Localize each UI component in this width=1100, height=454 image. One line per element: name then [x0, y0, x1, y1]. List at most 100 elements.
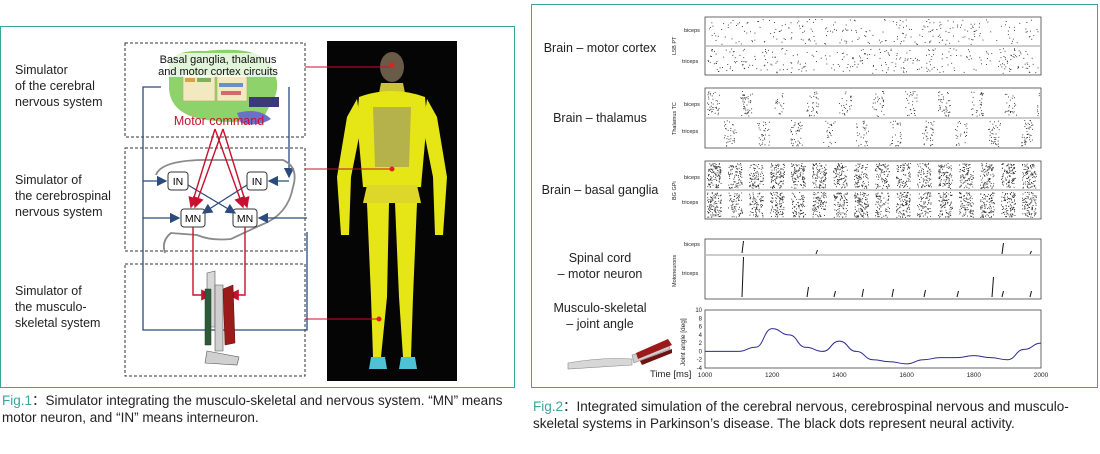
raster-dot	[967, 30, 969, 32]
raster-dot	[718, 198, 719, 199]
raster-dot	[893, 41, 895, 42]
raster-dot	[900, 179, 902, 181]
raster-dot	[906, 196, 908, 198]
raster-dot	[1023, 182, 1025, 184]
raster-dot	[738, 199, 739, 201]
raster-dot	[717, 35, 719, 37]
raster-dot	[856, 193, 858, 194]
raster-dot	[807, 102, 809, 104]
raster-dot	[858, 176, 859, 177]
raster-dot	[1008, 184, 1010, 186]
raster-dot	[939, 171, 941, 173]
raster-dot	[818, 176, 820, 178]
raster-dot	[711, 182, 713, 184]
raster-dot	[843, 184, 845, 186]
raster-dot	[926, 67, 928, 69]
raster-dot	[768, 121, 770, 123]
raster-dot	[855, 195, 857, 197]
raster-dot	[716, 185, 718, 187]
raster-dot	[965, 201, 967, 203]
raster-dot	[854, 64, 856, 66]
raster-dot	[981, 187, 983, 189]
raster-dot	[970, 215, 972, 217]
raster-dot	[795, 170, 797, 172]
raster-dot	[961, 24, 962, 26]
raster-dot	[980, 170, 982, 172]
raster-dot	[879, 198, 881, 200]
raster-dot	[939, 106, 941, 108]
raster-dot	[947, 112, 949, 113]
raster-dot	[1001, 164, 1003, 165]
raster-dot	[801, 144, 803, 146]
raster-dot	[1002, 184, 1004, 186]
raster-dot	[754, 39, 756, 41]
raster-dot	[843, 194, 845, 196]
raster-dot	[966, 194, 968, 196]
raster-dot	[764, 137, 765, 139]
raster-dot	[822, 202, 824, 204]
raster-dot	[887, 168, 889, 170]
raster-dot	[717, 100, 718, 102]
raster-dot	[707, 206, 709, 207]
raster-dot	[900, 170, 902, 172]
raster-dot	[858, 202, 860, 203]
raster-dot	[1008, 185, 1010, 187]
raster-dot	[925, 192, 927, 194]
raster-dot	[981, 205, 982, 207]
raster-dot	[807, 109, 808, 111]
raster-dot	[890, 48, 892, 50]
raster-dot	[917, 172, 919, 173]
raster-dot	[819, 204, 821, 205]
raster-dot	[814, 210, 816, 212]
raster-dot	[918, 213, 919, 215]
raster-dot	[876, 164, 878, 165]
raster-dot	[802, 200, 804, 202]
raster-dot	[896, 209, 898, 211]
raster-dot	[1026, 31, 1028, 33]
raster-dot	[760, 69, 762, 71]
raster-dot	[989, 128, 990, 130]
raster-dot	[875, 109, 877, 111]
raster-dot	[774, 194, 776, 196]
raster-dot	[1027, 196, 1029, 198]
raster-dot	[824, 184, 826, 186]
raster-dot	[970, 212, 971, 214]
raster-dot	[859, 133, 861, 135]
raster-dot	[1006, 171, 1008, 173]
raster-dot	[758, 164, 759, 165]
raster-dot	[754, 181, 756, 183]
raster-dot	[1033, 198, 1035, 200]
raster-dot	[928, 19, 930, 20]
raster-dot	[805, 62, 806, 64]
raster-dot	[1014, 215, 1016, 216]
raster-dot	[839, 42, 841, 44]
brain-title-bg	[153, 53, 283, 77]
raster-dot	[727, 27, 729, 28]
raster-dot	[1004, 171, 1005, 172]
raster-dot	[820, 204, 822, 206]
raster-dot	[817, 215, 818, 217]
raster-dot	[890, 50, 892, 51]
raster-dot	[763, 65, 765, 67]
raster-dot	[949, 100, 951, 101]
raster-dot	[749, 110, 751, 111]
raster-dot	[782, 212, 784, 214]
raster-dot	[1024, 175, 1026, 176]
raster-dot	[914, 113, 915, 114]
raster-dot	[880, 196, 882, 198]
raster-dot	[883, 215, 885, 217]
raster-dot	[720, 183, 722, 184]
raster-dot	[988, 207, 990, 209]
raster-dot	[899, 198, 901, 200]
raster-tick-triceps-3: triceps	[682, 200, 698, 206]
raster-dot	[801, 195, 803, 196]
raster-dot	[918, 206, 920, 208]
raster-dot	[967, 174, 968, 176]
raster-dot	[802, 181, 804, 182]
raster-dot	[863, 134, 865, 136]
raster-dot	[905, 196, 907, 198]
raster-dot	[859, 185, 860, 187]
raster-dot	[946, 182, 948, 184]
raster-dot	[772, 176, 773, 178]
raster-dot	[1007, 196, 1008, 198]
